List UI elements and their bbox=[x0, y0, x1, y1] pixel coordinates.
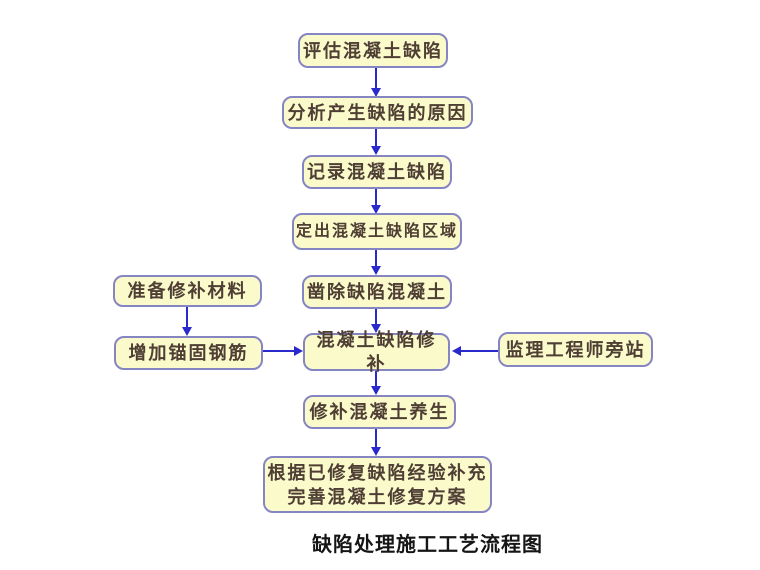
prepare-to-anchor-arrowhead bbox=[182, 327, 192, 336]
chisel-to-repair-line bbox=[375, 309, 377, 325]
supervise-to-repair-line bbox=[460, 350, 498, 352]
anchor-to-repair-arrowhead bbox=[294, 346, 303, 356]
record-to-locate-line bbox=[375, 189, 377, 206]
flow-node-record: 记录混凝土缺陷 bbox=[302, 155, 452, 189]
locate-to-chisel-arrowhead bbox=[371, 266, 381, 275]
flow-node-prepare: 准备修补材料 bbox=[113, 275, 262, 307]
cure-to-improve-line bbox=[375, 429, 377, 448]
analyze-to-record-line bbox=[375, 129, 377, 147]
assess-to-analyze-arrowhead bbox=[371, 88, 381, 97]
flow-node-anchor: 增加锚固钢筋 bbox=[114, 336, 263, 370]
flow-node-analyze: 分析产生缺陷的原因 bbox=[282, 96, 473, 129]
flow-node-cure: 修补混凝土养生 bbox=[303, 395, 456, 429]
anchor-to-repair-line bbox=[263, 350, 295, 352]
record-to-locate-arrowhead bbox=[371, 205, 381, 214]
chisel-to-repair-arrowhead bbox=[371, 324, 381, 333]
flow-node-supervise: 监理工程师旁站 bbox=[498, 332, 653, 367]
analyze-to-record-arrowhead bbox=[371, 146, 381, 155]
locate-to-chisel-line bbox=[375, 250, 377, 267]
repair-to-cure-line bbox=[375, 371, 377, 387]
assess-to-analyze-line bbox=[375, 68, 377, 89]
diagram-caption: 缺陷处理施工工艺流程图 bbox=[312, 534, 543, 556]
flow-node-assess: 评估混凝土缺陷 bbox=[298, 33, 448, 68]
cure-to-improve-arrowhead bbox=[371, 447, 381, 456]
repair-to-cure-arrowhead bbox=[371, 386, 381, 395]
flow-node-repair: 混凝土缺陷修补 bbox=[303, 330, 450, 374]
flow-node-improve: 根据已修复缺陷经验补充完善混凝土修复方案 bbox=[263, 456, 492, 513]
prepare-to-anchor-line bbox=[186, 307, 188, 328]
flow-node-locate: 定出混凝土缺陷区域 bbox=[292, 213, 462, 250]
supervise-to-repair-arrowhead bbox=[452, 346, 461, 356]
flow-node-chisel: 凿除缺陷混凝土 bbox=[302, 275, 452, 309]
